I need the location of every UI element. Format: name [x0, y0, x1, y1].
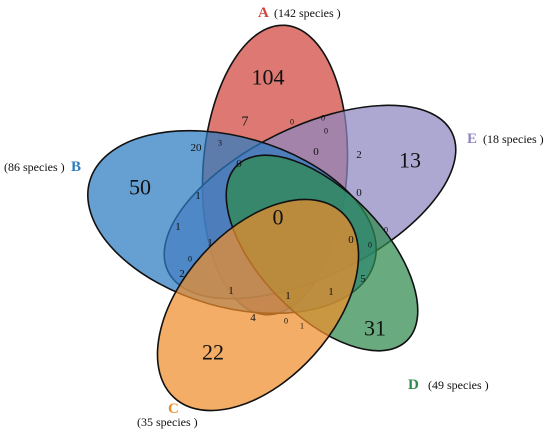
region-count-E-only: 13 [399, 148, 421, 173]
set-label-C: C [168, 401, 179, 417]
region-count: 0 [236, 158, 242, 170]
region-count: 0 [188, 255, 192, 264]
region-count: 0 [284, 317, 288, 326]
region-count: 0 [321, 114, 325, 123]
region-count: 0 [356, 187, 362, 199]
region-count: 3 [218, 139, 222, 148]
region-count-B-only: 50 [129, 175, 151, 200]
region-count: 20 [191, 142, 203, 154]
set-count-B: (86 species ) [4, 160, 65, 174]
set-count-A: (142 species ) [274, 6, 341, 20]
region-count-C-only: 22 [202, 340, 224, 365]
set-count-D: (49 species ) [428, 378, 489, 392]
region-count-A-only: 104 [252, 65, 285, 90]
ellipse-set-C [156, 198, 360, 412]
set-label-B: B [71, 159, 81, 175]
region-count: 5 [360, 273, 366, 285]
region-count: 0 [313, 146, 319, 158]
region-count: 2 [356, 149, 362, 161]
region-count: 1 [328, 286, 334, 298]
region-count-D-only: 31 [364, 316, 386, 341]
set-label-A: A [258, 5, 269, 21]
region-count: 2 [179, 268, 185, 280]
set-count-C: (35 species ) [137, 415, 198, 429]
region-count: 7 [242, 115, 249, 130]
region-count: 0 [290, 118, 294, 127]
region-count: 1 [300, 322, 304, 331]
set-label-E: E [467, 131, 477, 147]
set-count-E: (18 species ) [483, 132, 544, 146]
region-count: 0 [368, 241, 372, 250]
region-count: 0 [348, 234, 354, 246]
region-count: 0 [384, 226, 388, 235]
region-count: 1 [175, 221, 181, 233]
region-count: 4 [250, 312, 256, 324]
region-count: 1 [207, 237, 213, 249]
region-count: 1 [285, 290, 291, 302]
set-label-D: D [408, 377, 419, 393]
region-count: 0 [324, 127, 328, 136]
region-count: 1 [195, 190, 201, 202]
region-count-all: 0 [273, 205, 284, 230]
region-count: 1 [228, 285, 234, 297]
